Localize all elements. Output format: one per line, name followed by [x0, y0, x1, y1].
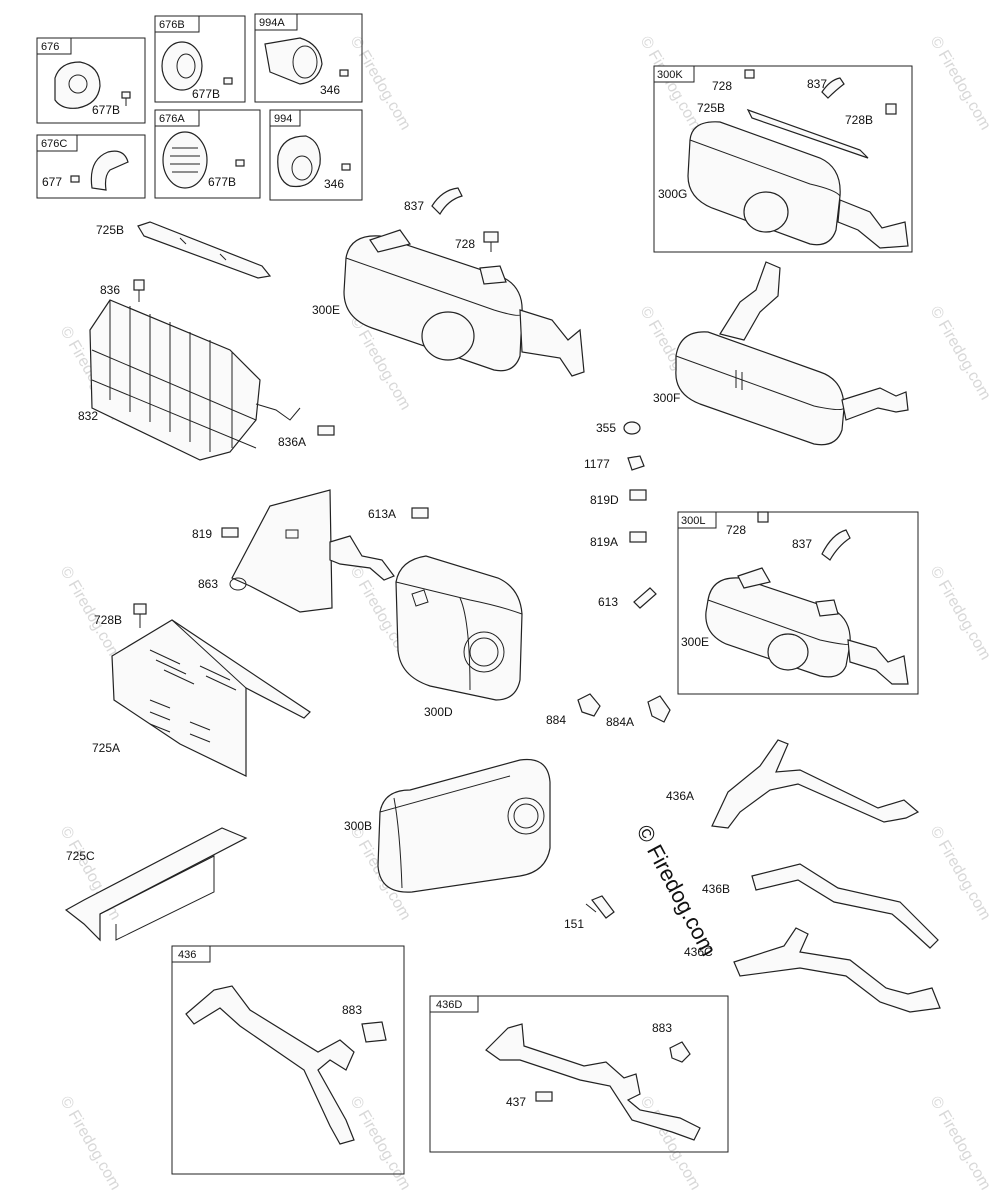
box-label: 994A [259, 17, 285, 29]
part-label: 436C [684, 945, 713, 959]
part-label: 677 [42, 175, 62, 189]
box-label: 676A [159, 113, 185, 125]
box-676b: 676B 677B [154, 15, 246, 103]
watermark: © Firedog.com [57, 1094, 124, 1194]
part-label: 863 [198, 577, 218, 591]
box-994: 994 346 [269, 109, 363, 201]
part-label: 300D [424, 705, 453, 719]
part-728: 728 [455, 231, 499, 252]
part-label: 728 [712, 79, 732, 93]
part-725c: 725C [64, 827, 248, 942]
box-436d: 436D 883 437 [429, 995, 729, 1153]
part-436b: 436B [702, 863, 939, 949]
part-label: 1177 [584, 457, 610, 471]
part-label: 346 [324, 177, 344, 191]
box-label: 436 [178, 949, 196, 961]
part-728b: 728B [94, 603, 147, 628]
part-837: 837 [404, 187, 463, 215]
part-884a: 884A [606, 695, 671, 729]
part-436c: 436C [684, 927, 941, 1013]
part-label: 819A [590, 535, 618, 549]
part-836a: 836A [278, 425, 335, 449]
part-819: 819 [192, 527, 239, 541]
box-300l: 300L 728 837 300E [677, 511, 919, 695]
part-300e-center: 300E [312, 229, 585, 377]
part-300d: 300D [395, 555, 523, 719]
part-725b: 725B [96, 221, 272, 279]
part-label: 837 [807, 77, 827, 91]
part-label: 151 [564, 917, 584, 931]
box-994a: 994A 346 [254, 13, 363, 103]
part-label: 436B [702, 882, 730, 896]
part-label: 837 [404, 199, 424, 213]
watermark: © Firedog.com [637, 34, 704, 134]
box-label: 994 [274, 113, 292, 125]
part-436a: 436A [666, 739, 920, 829]
part-label: 883 [342, 1003, 362, 1017]
part-label: 725B [96, 223, 124, 237]
part-725a: 725A [92, 619, 311, 777]
box-676c: 676C 677 [36, 134, 146, 199]
watermark: © Firedog.com [927, 1094, 994, 1194]
box-300k: 300K 728 837 725B 728B 300G [653, 65, 913, 253]
part-label: 832 [78, 409, 98, 423]
part-label: 728B [94, 613, 122, 627]
watermark: © Firedog.com [347, 34, 414, 134]
box-676a: 676A 677B [154, 109, 261, 199]
part-label: 725A [92, 741, 120, 755]
part-836: 836 [100, 279, 145, 302]
part-label: 613 [598, 595, 618, 609]
watermark: © Firedog.com [637, 1094, 704, 1194]
part-label: 883 [652, 1021, 672, 1035]
part-label: 725C [66, 849, 95, 863]
part-label: 728 [726, 523, 746, 537]
box-label: 676B [159, 19, 185, 31]
part-613a: 613A [368, 507, 429, 521]
box-label: 300L [681, 515, 705, 527]
part-label: 836A [278, 435, 306, 449]
part-label: 613A [368, 507, 396, 521]
part-label: 836 [100, 283, 120, 297]
watermark: © Firedog.com [927, 564, 994, 664]
part-label: 300B [344, 819, 372, 833]
part-label: 728 [455, 237, 475, 251]
part-label: 728B [845, 113, 873, 127]
box-676: 676 677B [36, 37, 146, 124]
part-label: 300E [312, 303, 340, 317]
watermark: © Firedog.com [927, 34, 994, 134]
box-label: 676 [41, 41, 59, 53]
part-863: 863 [198, 489, 395, 613]
part-300f: 300F [653, 261, 909, 446]
part-151: 151 [564, 895, 615, 931]
part-label: 725B [697, 101, 725, 115]
part-label: 819 [192, 527, 212, 541]
part-label: 437 [506, 1095, 526, 1109]
part-label: 346 [320, 83, 340, 97]
part-label: 436A [666, 789, 694, 803]
part-label: 884 [546, 713, 566, 727]
part-884: 884 [546, 693, 601, 727]
part-832: 832 [78, 299, 301, 461]
box-label: 300K [657, 69, 683, 81]
part-label: 677B [92, 103, 120, 117]
part-label: 677B [192, 87, 220, 101]
part-label: 300E [681, 635, 709, 649]
hardware-column: 355 1177 819D 819A 613 [584, 421, 657, 609]
part-label: 300F [653, 391, 680, 405]
box-436: 436 883 [171, 945, 405, 1175]
part-label: 300G [658, 187, 687, 201]
box-label: 676C [41, 138, 67, 150]
box-label: 436D [436, 999, 462, 1011]
part-300b: 300B [344, 758, 551, 893]
part-label: 677B [208, 175, 236, 189]
part-label: 819D [590, 493, 619, 507]
part-label: 837 [792, 537, 812, 551]
part-label: 884A [606, 715, 634, 729]
watermark: © Firedog.com [927, 304, 994, 404]
watermark: © Firedog.com [927, 824, 994, 924]
part-label: 355 [596, 421, 616, 435]
